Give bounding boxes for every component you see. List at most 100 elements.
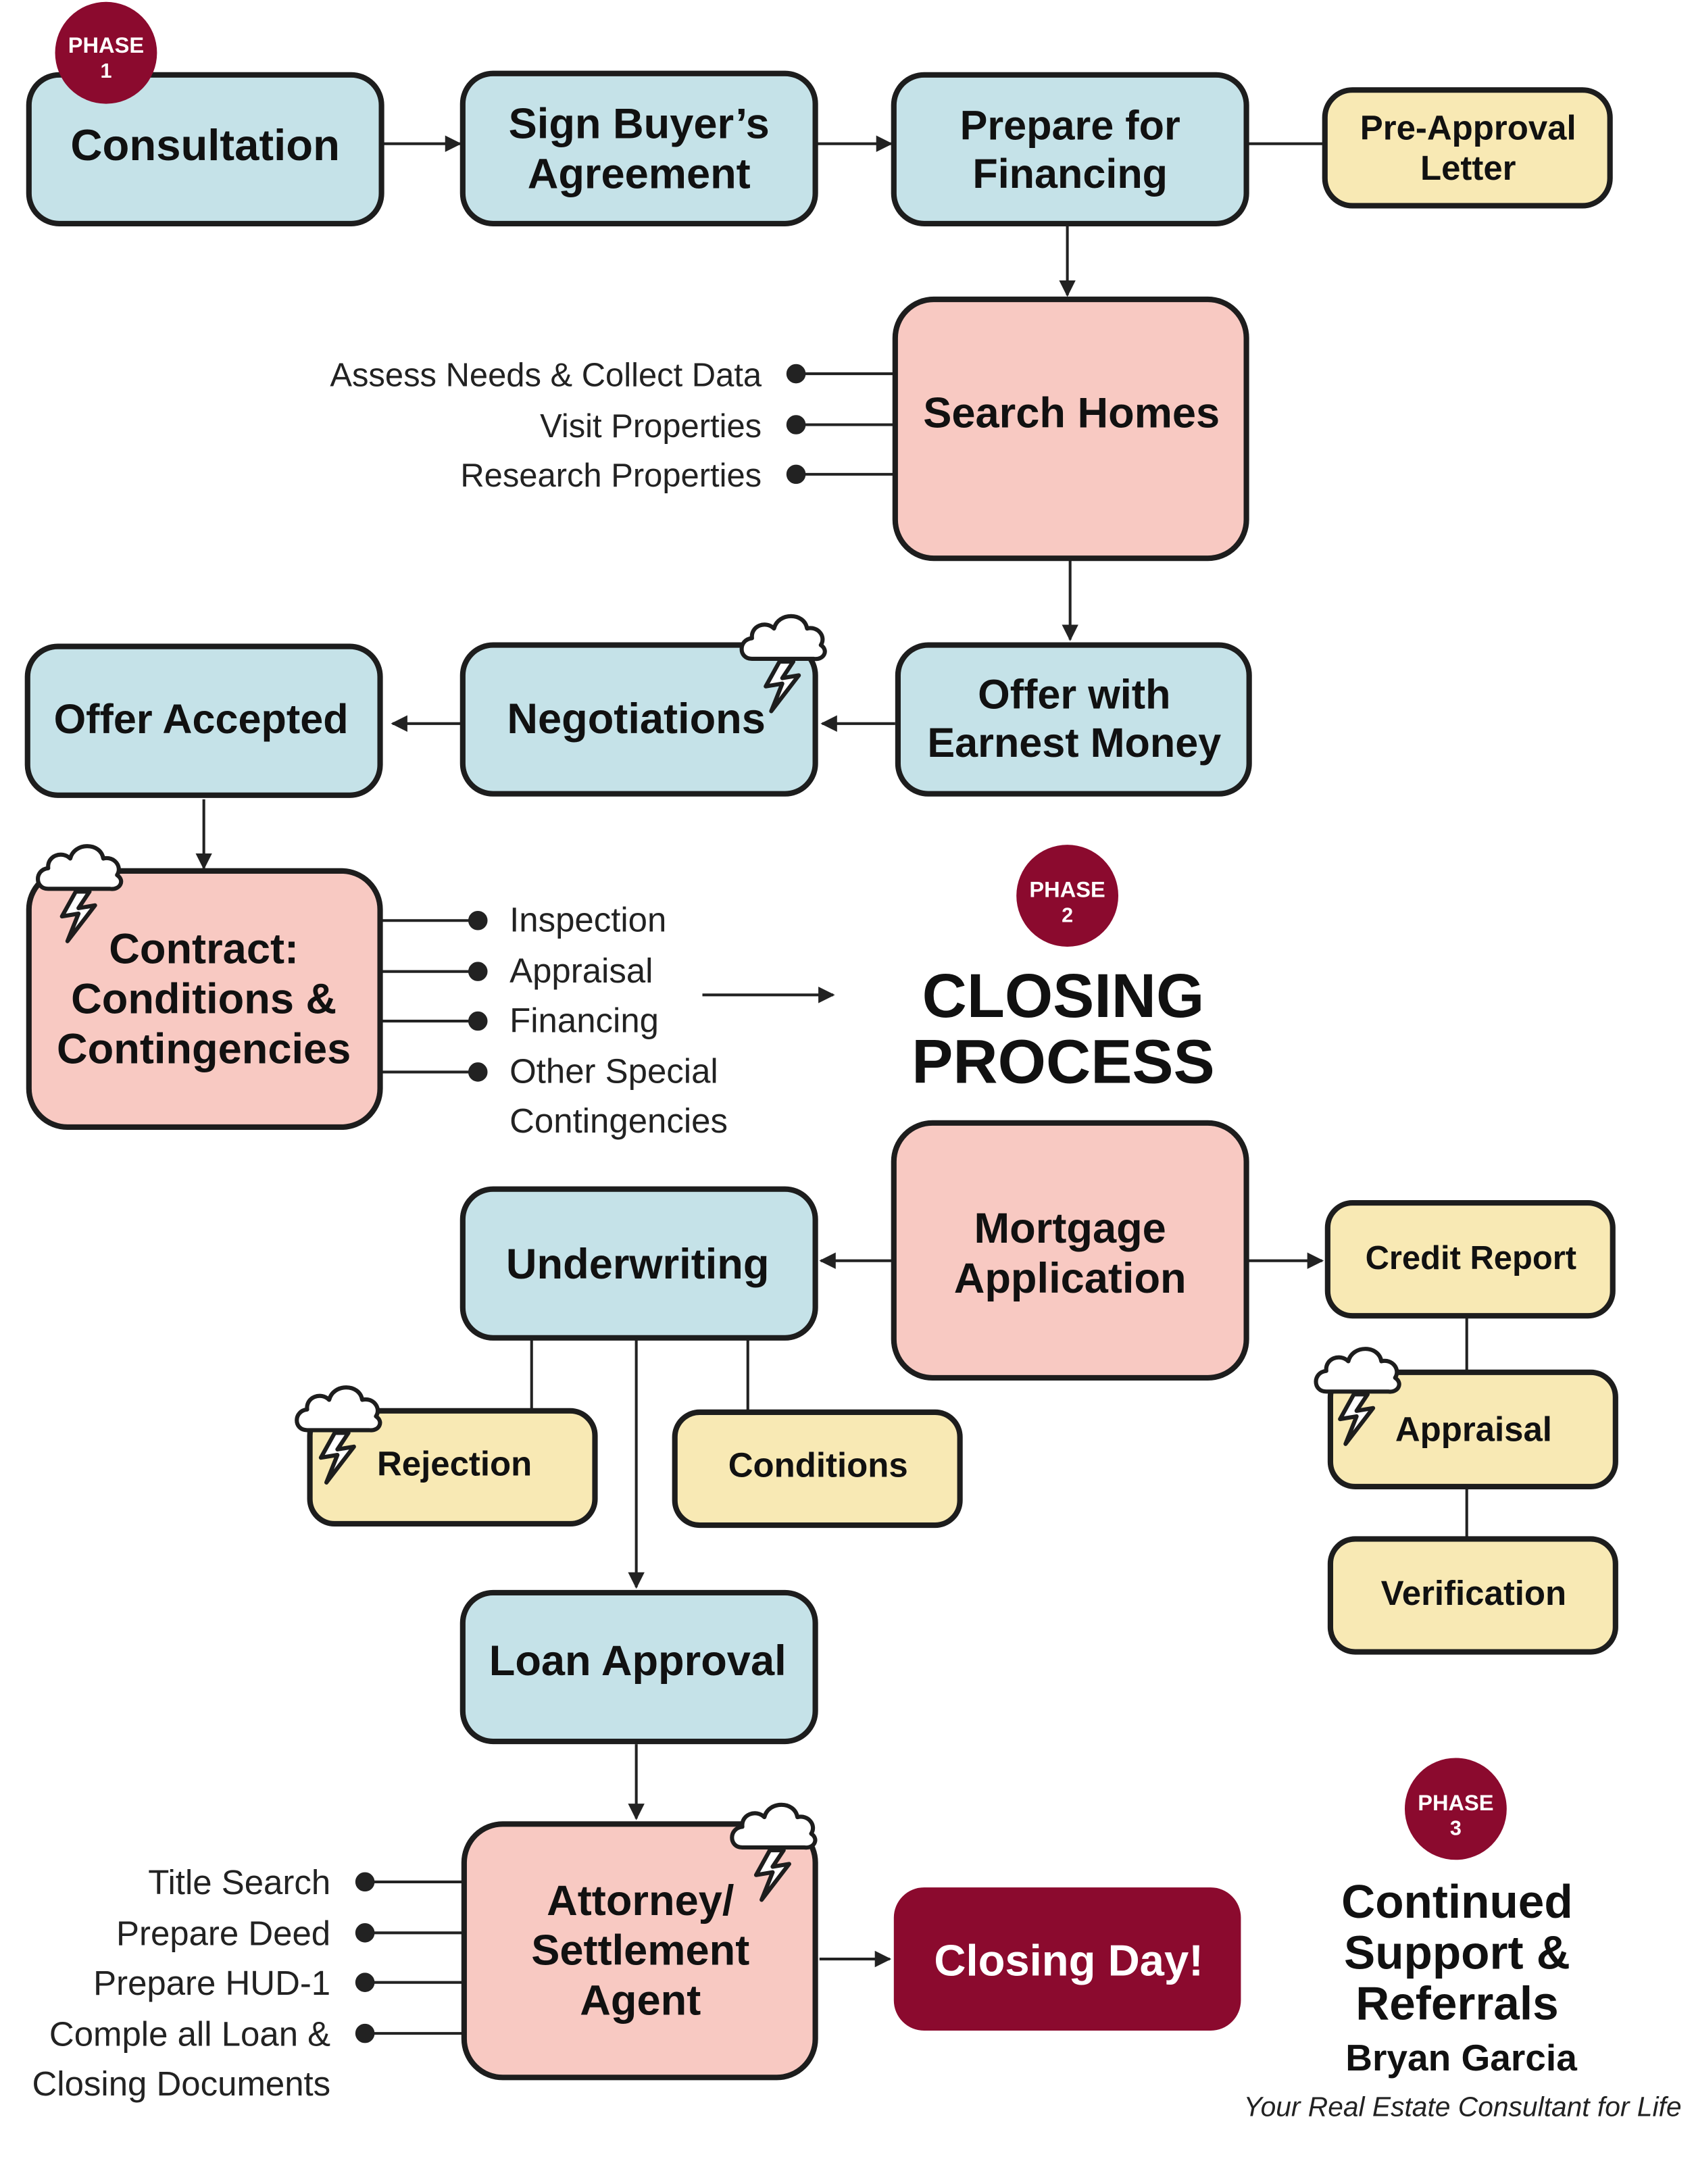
pre-approval-box	[1322, 87, 1613, 209]
label-line: Pre-Approval	[1360, 109, 1576, 147]
credit-report-label: Credit Report	[1366, 1240, 1576, 1276]
conditions-label: Conditions	[728, 1446, 908, 1485]
label-line: Letter	[1420, 149, 1516, 187]
sign-agreement-box	[459, 70, 818, 226]
loan-approval-label: Loan Approval	[489, 1637, 787, 1685]
label-line: Prepare for	[960, 103, 1180, 149]
contract-item: Other Special	[509, 1052, 718, 1091]
label-line: Attorney/	[547, 1877, 734, 1925]
contract-box	[26, 868, 383, 1131]
contract-item: Inspection	[509, 901, 666, 939]
label-line: Credit Report	[1366, 1240, 1576, 1276]
label-line: PROCESS	[912, 1028, 1214, 1097]
label-line: Application	[954, 1255, 1187, 1302]
label-line: Referrals	[1355, 1977, 1558, 2030]
appraisal-box	[1327, 1369, 1618, 1490]
conditions-box	[672, 1409, 963, 1529]
label-line: Agent	[580, 1977, 701, 2025]
attorney-bullets	[355, 1872, 464, 2043]
label-line: Offer with	[978, 671, 1170, 717]
svg-text:PHASE: PHASE	[68, 32, 144, 57]
attorney-item: Prepare Deed	[116, 1914, 330, 1953]
label-line: Settlement	[531, 1927, 749, 1975]
label-line: CLOSING	[922, 962, 1205, 1031]
attorney-item: Title Search	[148, 1863, 330, 1902]
search-homes-label: Search Homes	[923, 390, 1220, 437]
offer-accepted-box	[24, 643, 383, 798]
appraisal-label: Appraisal	[1395, 1410, 1552, 1449]
label-line: Rejection	[377, 1445, 532, 1483]
offer-accepted-label: Offer Accepted	[54, 696, 349, 742]
svg-text:PHASE: PHASE	[1029, 877, 1105, 902]
negotiations-label: Negotiations	[507, 695, 766, 743]
label-line: Underwriting	[506, 1241, 770, 1288]
closing-day-label: Closing Day!	[934, 1936, 1203, 1985]
search-homes-box	[892, 296, 1249, 562]
contract-label: Contract:Conditions &Contingencies	[57, 925, 351, 1072]
label-line: Mortgage	[974, 1205, 1166, 1252]
phase-1-badge: PHASE 1	[55, 1, 157, 104]
consultation-label: Consultation	[70, 120, 340, 170]
consultation-box	[26, 72, 384, 226]
attorney-item: Closing Documents	[32, 2064, 331, 2103]
label-line: Negotiations	[507, 695, 766, 743]
closing-day-box	[893, 1887, 1241, 2031]
label-line: Conditions &	[71, 975, 337, 1022]
svg-text:3: 3	[1450, 1817, 1462, 1840]
underwriting-box	[459, 1186, 818, 1341]
label-line: Closing Day!	[934, 1936, 1203, 1985]
verification-box	[1327, 1536, 1618, 1655]
attorney-item: Prepare HUD-1	[93, 1964, 330, 2002]
search-items: Assess Needs & Collect Data Visit Proper…	[330, 357, 762, 494]
contract-item: Financing	[509, 1001, 659, 1039]
mortgage-app-box	[891, 1120, 1249, 1381]
connectors	[195, 135, 1468, 1968]
svg-text:1: 1	[100, 59, 111, 82]
label-line: Continued	[1341, 1875, 1572, 1928]
phase-3-badge: PHASE 3	[1404, 1758, 1507, 1860]
loan-approval-box	[459, 1589, 818, 1745]
label-line: Verification	[1381, 1574, 1567, 1612]
svg-text:2: 2	[1062, 903, 1073, 926]
credit-report-box	[1324, 1199, 1616, 1319]
attorney-item: Comple all Loan &	[49, 2014, 330, 2053]
label-line: Offer Accepted	[54, 696, 349, 742]
attorney-items: Title Search Prepare Deed Prepare HUD-1 …	[32, 1863, 331, 2103]
rejection-label: Rejection	[377, 1445, 532, 1483]
label-line: Search Homes	[923, 390, 1220, 437]
svg-text:PHASE: PHASE	[1418, 1790, 1493, 1815]
verification-label: Verification	[1381, 1574, 1567, 1612]
label-line: Financing	[972, 151, 1168, 197]
agent-name: Bryan Garcia	[1345, 2037, 1577, 2079]
contract-items: Inspection Appraisal Financing Other Spe…	[509, 901, 728, 1141]
label-line: Appraisal	[1395, 1410, 1552, 1449]
agent-tagline: Your Real Estate Consultant for Life	[1244, 2091, 1682, 2122]
search-item: Visit Properties	[540, 408, 762, 445]
prepare-financing-box	[891, 72, 1249, 226]
label-line: Conditions	[728, 1446, 908, 1485]
offer-earnest-box	[895, 642, 1252, 797]
search-bullets	[786, 364, 895, 485]
rejection-box	[307, 1408, 598, 1527]
attorney-box	[461, 1821, 818, 2081]
negotiations-box	[459, 642, 818, 797]
contract-item: Appraisal	[509, 951, 653, 990]
label-line: Sign Buyer’s	[509, 101, 770, 148]
label-line: Contract:	[109, 925, 299, 972]
contract-bullets	[381, 910, 488, 1082]
label-line: Contingencies	[57, 1025, 351, 1072]
search-item: Research Properties	[460, 457, 762, 494]
phase-2-badge: PHASE 2	[1016, 845, 1119, 947]
label-line: Agreement	[528, 150, 751, 197]
label-line: Support &	[1344, 1926, 1570, 1979]
label-line: Earnest Money	[927, 720, 1221, 766]
